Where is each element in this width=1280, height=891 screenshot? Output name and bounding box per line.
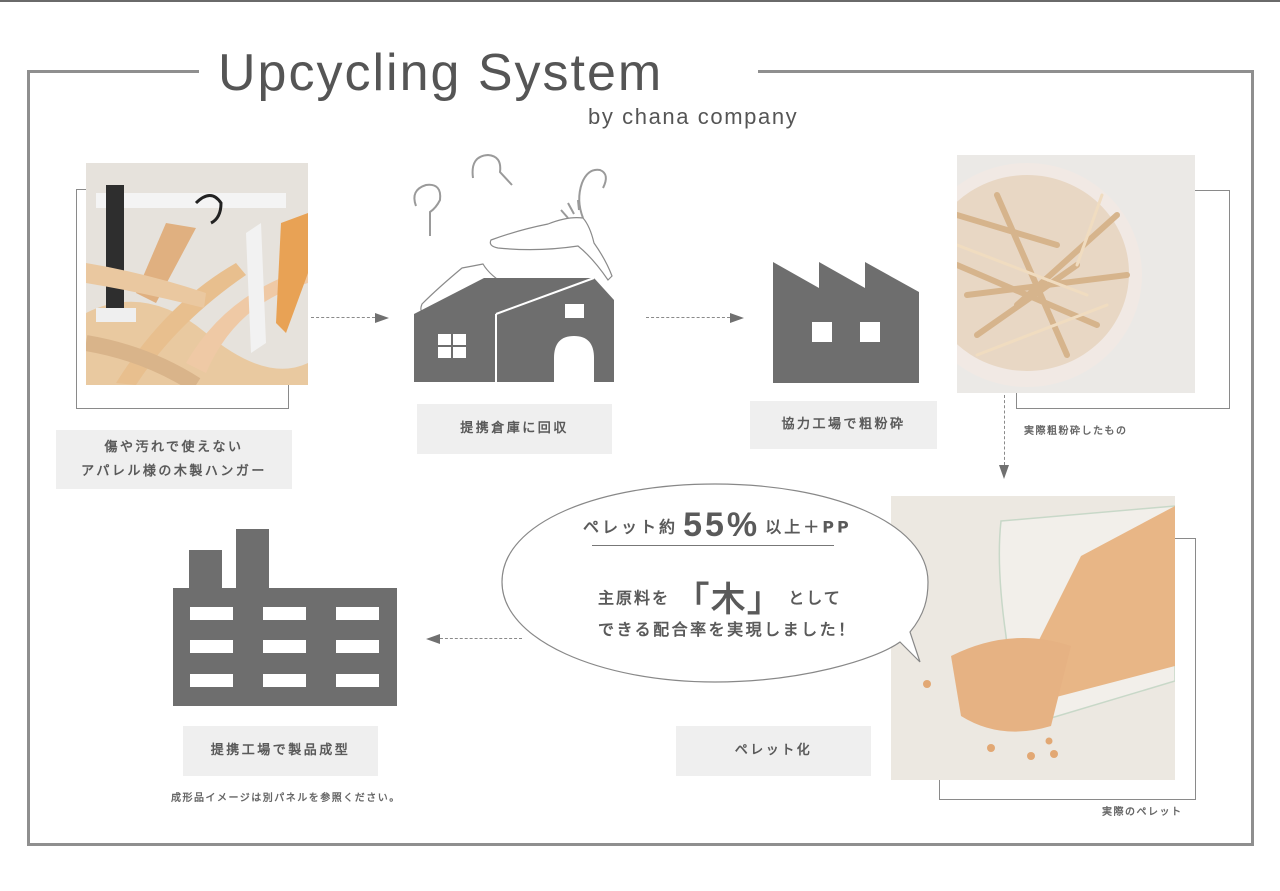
caption-crushed: 実際粗粉砕したもの	[1024, 426, 1128, 437]
arrow-down-icon	[999, 465, 1009, 479]
bubble-divider	[592, 545, 834, 546]
bubble-line1-prefix: ペレット約	[583, 517, 679, 537]
arrow-right-icon	[730, 313, 744, 323]
bubble-line2-suffix: として	[788, 588, 842, 608]
label-source: 傷や汚れで使えない アパレル様の木製ハンガー	[56, 430, 292, 489]
crushed-wood-bowl-photo	[957, 155, 1195, 393]
manufacturing-plant-icon	[172, 528, 398, 708]
wood-pellets-photo	[891, 496, 1175, 780]
caption-pellets: 実際のペレット	[1102, 807, 1183, 818]
label-source-line2: アパレル様の木製ハンガー	[81, 463, 267, 479]
frame-left	[27, 70, 30, 846]
bubble-line1-suffix: 以上＋PP	[765, 517, 852, 537]
bubble-line1: ペレット約 55% 以上＋PP	[583, 506, 852, 545]
label-mold: 提携工場で製品成型	[183, 726, 378, 776]
label-crush: 協力工場で粗粉砕	[750, 401, 937, 449]
bubble-line3: できる配合率を実現しました！	[598, 620, 857, 639]
flow-arrow-4-line	[440, 638, 522, 639]
factory-icon	[772, 260, 922, 385]
arrow-right-icon	[375, 313, 389, 323]
flow-arrow-3-line	[1004, 395, 1005, 465]
page-title: Upcycling System	[218, 44, 664, 102]
arrow-left-icon	[426, 634, 440, 644]
frame-right	[1251, 70, 1254, 846]
top-rule	[0, 0, 1280, 2]
frame-top-left	[27, 70, 199, 73]
warehouse-with-hangers-icon	[398, 148, 628, 388]
frame-bottom	[27, 843, 1254, 846]
label-collect: 提携倉庫に回収	[417, 404, 612, 454]
flow-arrow-1-line	[311, 317, 375, 318]
bubble-highlight: 「木」	[675, 580, 784, 620]
frame-top-right	[758, 70, 1254, 73]
bubble-line2-prefix: 主原料を	[598, 588, 671, 608]
page-subtitle: by chana company	[588, 104, 799, 129]
wooden-hangers-photo	[86, 163, 308, 385]
bubble-line2: 主原料を 「木」 として	[598, 572, 842, 621]
caption-mold: 成形品イメージは別パネルを参照ください。	[171, 793, 401, 804]
bubble-percentage: 55%	[683, 506, 761, 544]
flow-arrow-2-line	[646, 317, 730, 318]
label-source-line1: 傷や汚れで使えない	[104, 439, 244, 455]
label-pellet: ペレット化	[676, 726, 871, 776]
speech-bubble: ペレット約 55% 以上＋PP 主原料を 「木」 として できる配合率を実現しま…	[500, 462, 930, 687]
